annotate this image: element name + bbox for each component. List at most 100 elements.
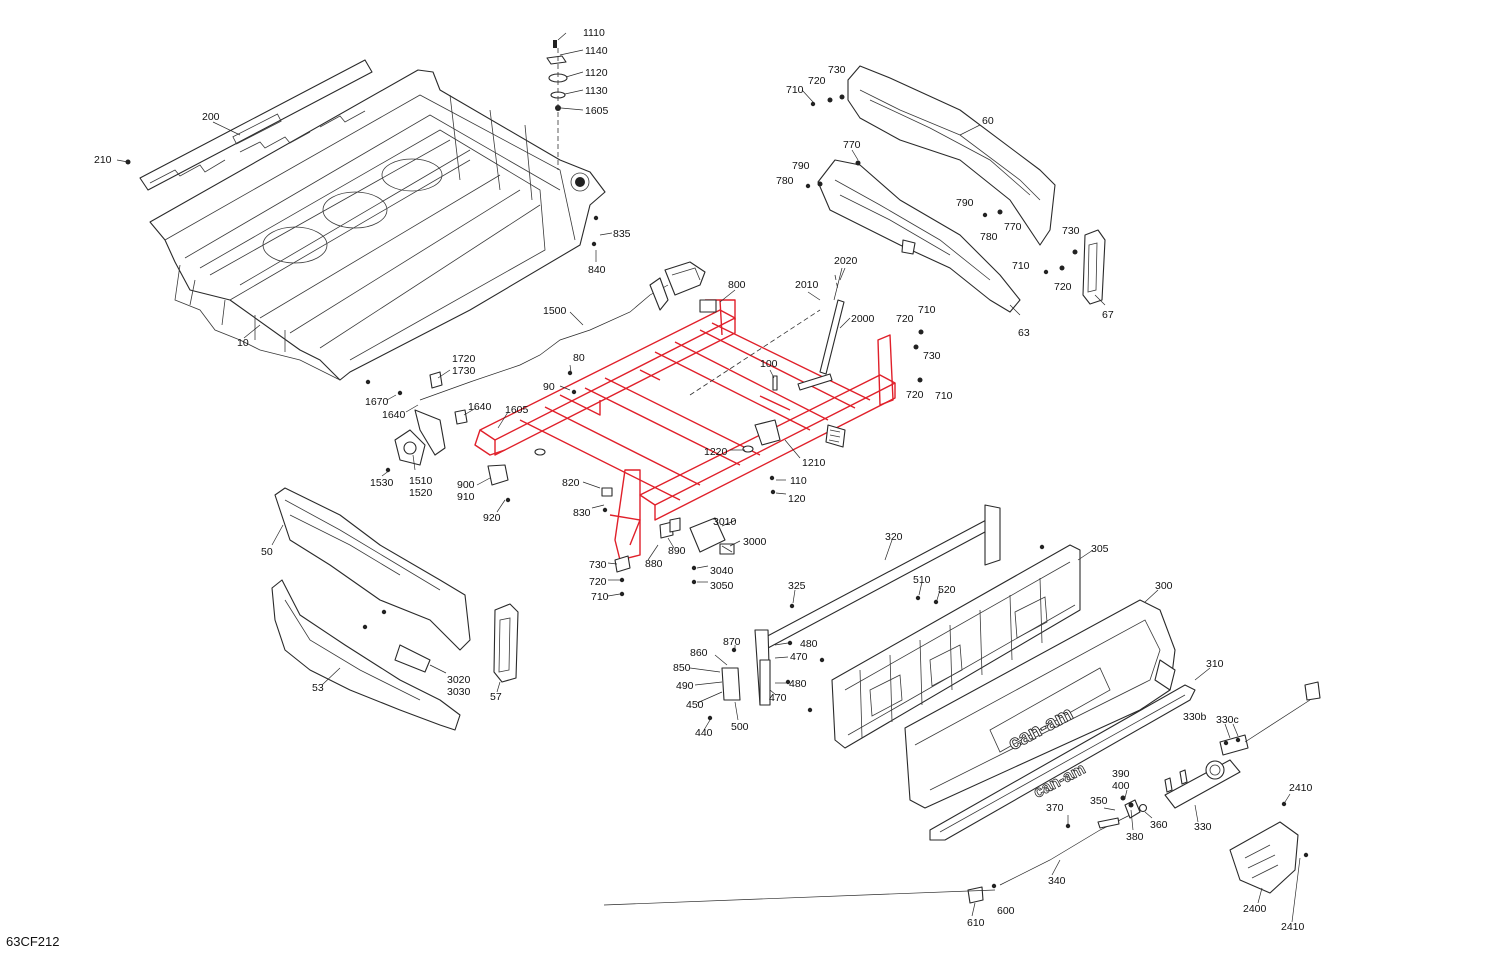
callout-390: 390 <box>1112 768 1130 780</box>
callout-730-b: 730 <box>1062 225 1080 237</box>
callout-830: 830 <box>573 507 591 519</box>
callout-470-b: 470 <box>769 692 787 704</box>
callout-350: 350 <box>1090 795 1108 807</box>
callout-100: 100 <box>760 358 778 370</box>
side-panel-part-63 <box>817 159 1021 313</box>
callout-2400: 2400 <box>1243 903 1267 915</box>
callout-730-a: 730 <box>828 64 846 76</box>
callout-440: 440 <box>695 727 713 739</box>
callout-1670: 1670 <box>365 396 389 408</box>
side-panel-part-50 <box>274 487 471 651</box>
frame-hardware <box>534 299 846 497</box>
callout-50: 50 <box>261 546 273 558</box>
callout-2020: 2020 <box>834 255 858 267</box>
callout-325: 325 <box>788 580 806 592</box>
callout-1510: 1510 <box>409 475 433 487</box>
callout-360: 360 <box>1150 819 1168 831</box>
callout-450: 450 <box>686 699 704 711</box>
callout-300: 300 <box>1155 580 1173 592</box>
tailgate-inner-part-305 <box>831 544 1081 749</box>
callout-900: 900 <box>457 479 475 491</box>
callout-1500: 1500 <box>543 305 567 317</box>
leader-lines <box>116 32 1301 923</box>
bed-rail-part-200 <box>139 59 373 191</box>
callout-330: 330 <box>1194 821 1212 833</box>
callout-330c: 330c <box>1216 714 1239 726</box>
callout-720-d: 720 <box>906 389 924 401</box>
callout-57: 57 <box>490 691 502 703</box>
callout-200: 200 <box>202 111 220 123</box>
callout-2000: 2000 <box>851 313 875 325</box>
callout-880: 880 <box>645 558 663 570</box>
callout-305: 305 <box>1091 543 1109 555</box>
tailgate-rail-part-320 <box>754 504 1001 706</box>
callout-710-e: 710 <box>591 591 609 603</box>
callout-110: 110 <box>790 475 807 487</box>
callout-1640-a: 1640 <box>382 409 406 421</box>
callout-840: 840 <box>588 264 606 276</box>
callout-3040: 3040 <box>710 565 734 577</box>
callout-3000: 3000 <box>743 536 767 548</box>
callout-470-a: 470 <box>790 651 808 663</box>
cargo-box-part-10 <box>149 69 606 381</box>
callout-710-a: 710 <box>786 84 804 96</box>
callout-800: 800 <box>728 279 746 291</box>
callout-510: 510 <box>913 574 931 586</box>
callout-610: 610 <box>967 917 985 929</box>
callout-790-a: 790 <box>792 160 810 172</box>
callout-710-b: 710 <box>1012 260 1030 272</box>
callout-2410-a: 2410 <box>1289 782 1313 794</box>
callout-870: 870 <box>723 636 741 648</box>
callout-910: 910 <box>457 491 475 503</box>
callout-1605-b: 1605 <box>505 404 529 416</box>
callout-710-c: 710 <box>918 304 936 316</box>
callout-2410-b: 2410 <box>1281 921 1305 933</box>
hinge-hardware <box>721 659 771 706</box>
callout-770-b: 770 <box>1004 221 1022 233</box>
callout-90: 90 <box>543 381 555 393</box>
callout-860: 860 <box>690 647 708 659</box>
bracket-part-3010 <box>614 517 735 573</box>
callout-920: 920 <box>483 512 501 524</box>
callout-500: 500 <box>731 721 749 733</box>
fasteners <box>125 94 1309 889</box>
release-cable-part-1500 <box>419 261 706 401</box>
callout-310: 310 <box>1206 658 1224 670</box>
callout-490: 490 <box>676 680 694 692</box>
hinge-fastener-stack <box>546 40 568 170</box>
latch-assembly <box>394 371 509 486</box>
callout-480-b: 480 <box>789 678 807 690</box>
callout-520: 520 <box>938 584 956 596</box>
callout-210: 210 <box>94 154 112 166</box>
callout-1640-b: 1640 <box>468 401 492 413</box>
callout-600: 600 <box>997 905 1015 917</box>
callout-1605: 1605 <box>585 105 609 117</box>
callout-320: 320 <box>885 531 903 543</box>
side-trim-part-67 <box>1082 229 1106 305</box>
callout-2010: 2010 <box>795 279 819 291</box>
callout-1530: 1530 <box>370 477 394 489</box>
callout-770-a: 770 <box>843 139 861 151</box>
callout-1110: 1110 <box>583 27 605 39</box>
figure-id-label: 63CF212 <box>6 934 60 949</box>
callout-730-c: 730 <box>923 350 941 362</box>
callout-3030: 3030 <box>447 686 471 698</box>
callout-400: 400 <box>1112 780 1130 792</box>
tailgate-handle-part-330 <box>1164 681 1321 809</box>
callout-1730: 1730 <box>452 365 476 377</box>
side-trim-part-57 <box>493 603 519 683</box>
callout-720-a: 720 <box>808 75 826 87</box>
callout-790-b: 790 <box>956 197 974 209</box>
callout-120: 120 <box>788 493 806 505</box>
callout-67: 67 <box>1102 309 1114 321</box>
callout-780-a: 780 <box>776 175 794 187</box>
callout-720-e: 720 <box>589 576 607 588</box>
callout-80: 80 <box>573 352 585 364</box>
callout-1140: 1140 <box>585 45 608 57</box>
callout-1220: 1220 <box>704 446 728 458</box>
callout-1120: 1120 <box>585 67 608 79</box>
callout-60: 60 <box>982 115 994 127</box>
bed-frame-highlighted <box>474 299 896 561</box>
callout-63: 63 <box>1018 327 1030 339</box>
